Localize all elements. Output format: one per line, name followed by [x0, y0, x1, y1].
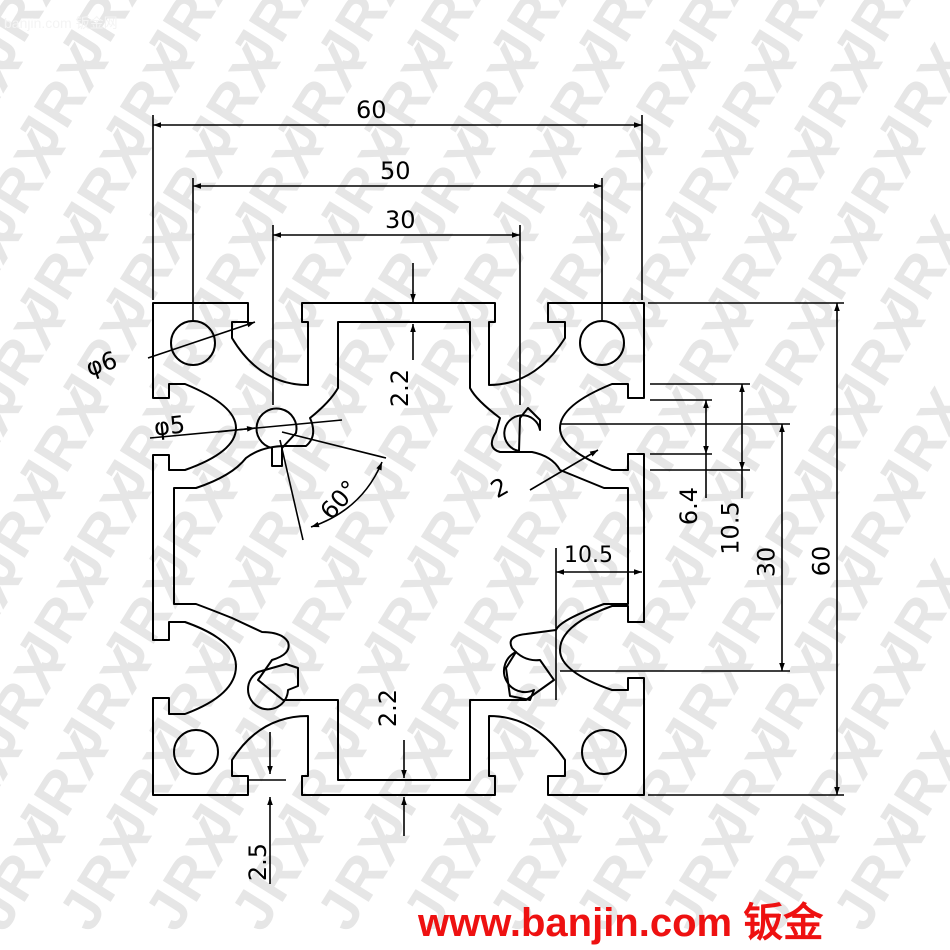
slot-hole-top-left — [255, 407, 298, 467]
corner-hole-br — [581, 729, 627, 775]
dim-label-10-5-horizontal: 10.5 — [564, 543, 613, 568]
dim-label-50: 50 — [380, 157, 411, 185]
dim-label-2-5: 2.5 — [244, 842, 273, 882]
slot-hole-top-right — [503, 407, 541, 452]
header-text: banjin.com 钣金网 — [4, 15, 118, 31]
dim-label-6-4: 6.4 — [675, 486, 704, 526]
corner-hole-tl — [170, 320, 216, 366]
outer-contour — [152, 302, 645, 796]
corner-hole-tr — [579, 320, 625, 366]
dim-label-30-horizontal: 30 — [385, 206, 416, 234]
slot-hole-bottom-left — [247, 663, 299, 711]
dim-label-phi5: φ5 — [152, 410, 187, 442]
dim-label-2-2-top: 2.2 — [386, 368, 415, 408]
dim-label-2-2-bottom: 2.2 — [374, 688, 403, 728]
dim-label-60-vertical: 60 — [807, 545, 836, 577]
dim-label-10-5-vertical: 10.5 — [716, 501, 745, 555]
slot-hole-bottom-right — [503, 651, 535, 701]
site-footer: www.banjin.com 钣金 — [418, 901, 824, 945]
dim-label-30-vertical: 30 — [752, 546, 781, 578]
corner-hole-bl — [173, 729, 219, 775]
dim-label-60-horizontal: 60 — [356, 96, 387, 124]
